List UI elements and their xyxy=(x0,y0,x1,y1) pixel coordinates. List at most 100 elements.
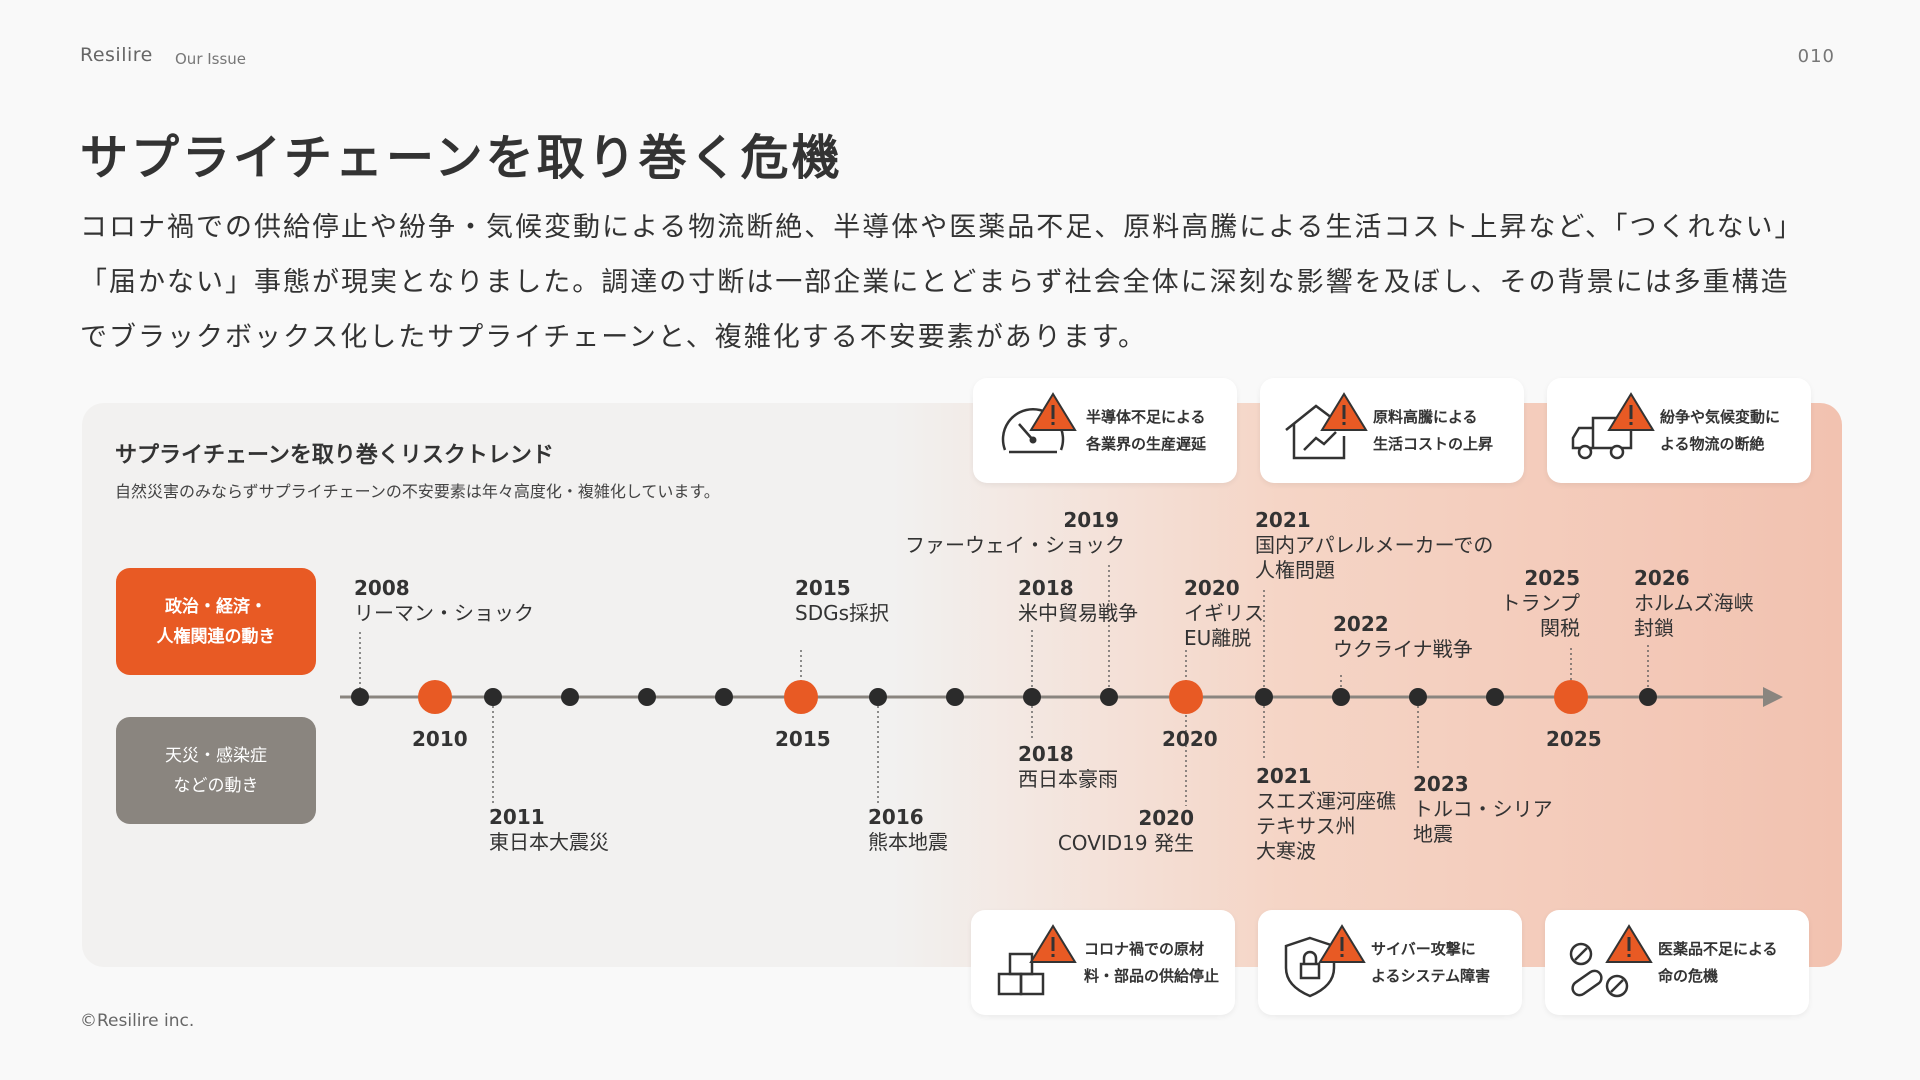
legend-politics: 政治・経済・ 人権関連の動き xyxy=(116,568,316,675)
legend-disaster: 天災・感染症 などの動き xyxy=(116,717,316,824)
copyright-footer: ©Resilire inc. xyxy=(80,1011,195,1031)
legend-politics-line: 政治・経済・ xyxy=(165,596,267,617)
event-name: 熊本地震 xyxy=(868,830,948,854)
card-line: 料・部品の供給停止 xyxy=(1084,967,1220,985)
event-above: 2021 国内アパレルメーカーでの 人権問題 xyxy=(1255,508,1493,583)
event-name: イギリス xyxy=(1184,601,1264,625)
event-above: 2019 ファーウェイ・ショック xyxy=(905,508,1125,558)
gauge-warning-icon xyxy=(1001,392,1077,454)
event-name-line2: 関税 xyxy=(1540,616,1580,640)
card-line: 各業界の生産遅延 xyxy=(1086,435,1207,453)
dot-2014 xyxy=(715,688,733,706)
page-title: サプライチェーンを取り巻く危機 xyxy=(80,130,843,186)
dot-2022 xyxy=(1332,688,1350,706)
event-name: トルコ・シリア xyxy=(1413,797,1553,821)
card-line: サイバー攻撃に xyxy=(1371,940,1476,958)
dot-2017 xyxy=(946,688,964,706)
event-name: スエズ運河座礁 xyxy=(1256,789,1396,813)
card-line: 紛争や気候変動に xyxy=(1660,408,1781,426)
dot-2023 xyxy=(1409,688,1427,706)
event-below: 2011 東日本大震災 xyxy=(489,805,609,855)
event-below: 2023 トルコ・シリア 地震 xyxy=(1413,772,1553,847)
risk-card-raw-material: 原料高騰による 生活コストの上昇 xyxy=(1260,378,1524,483)
event-above: 2022 ウクライナ戦争 xyxy=(1333,612,1473,662)
dot-2026 xyxy=(1639,688,1657,706)
card-line: コロナ禍での原材 xyxy=(1084,940,1205,958)
event-year: 2015 xyxy=(795,576,851,600)
dot-2018 xyxy=(1023,688,1041,706)
axis-year: 2015 xyxy=(775,727,831,751)
event-name-line2: テキサス州 xyxy=(1256,814,1356,838)
event-name: SDGs採択 xyxy=(795,601,890,625)
event-year: 2021 xyxy=(1256,764,1312,788)
event-name-line3: 大寒波 xyxy=(1256,839,1316,863)
brand-name: Resilire xyxy=(80,44,153,66)
risk-card-medicine: 医薬品不足による 命の危機 xyxy=(1545,910,1809,1015)
event-name: ウクライナ戦争 xyxy=(1333,637,1473,661)
event-above: 2026 ホルムズ海峡 封鎖 xyxy=(1634,566,1754,641)
risk-card-covid-supply: コロナ禍での原材 料・部品の供給停止 xyxy=(971,910,1235,1015)
card-line: 原料高騰による xyxy=(1373,408,1478,426)
event-year: 2019 xyxy=(1063,508,1119,532)
timeline-arrowhead xyxy=(1763,687,1783,707)
boxes-warning-icon xyxy=(997,924,1077,996)
legend-politics-line: 人権関連の動き xyxy=(156,626,276,647)
event-name: リーマン・ショック xyxy=(354,601,534,625)
lead-line: 「届かない」事態が現実となりました。調達の寸断は一部企業にとどまらず社会全体に深… xyxy=(80,267,1790,298)
event-year: 2026 xyxy=(1634,566,1690,590)
event-year: 2025 xyxy=(1524,566,1580,590)
event-year: 2016 xyxy=(868,805,924,829)
card-line: 命の危機 xyxy=(1658,967,1719,985)
event-name: 西日本豪雨 xyxy=(1018,767,1118,791)
risk-card-logistics: 紛争や気候変動に よる物流の断絶 xyxy=(1547,378,1811,483)
event-above: 2025 トランプ 関税 xyxy=(1476,566,1580,641)
event-year: 2018 xyxy=(1018,742,1074,766)
milestone-dot-2015 xyxy=(784,680,818,714)
event-below: 2021 スエズ運河座礁 テキサス州 大寒波 xyxy=(1256,764,1396,864)
pills-warning-icon xyxy=(1569,924,1653,998)
legend-disaster-line: などの動き xyxy=(173,775,259,796)
card-line: よる物流の断絶 xyxy=(1660,435,1765,453)
card-line: 生活コストの上昇 xyxy=(1373,435,1494,453)
event-above: 2020 イギリス EU離脱 xyxy=(1184,576,1264,651)
axis-year: 2010 xyxy=(412,727,468,751)
panel-title: サプライチェーンを取り巻くリスクトレンド xyxy=(115,443,554,468)
event-year: 2022 xyxy=(1333,612,1389,636)
event-name: トランプ xyxy=(1500,591,1580,615)
panel-subtitle: 自然災害のみならずサプライチェーンの不安要素は年々高度化・複雑化しています。 xyxy=(115,482,720,501)
event-year: 2023 xyxy=(1413,772,1469,796)
event-below: 2020 COVID19 発生 xyxy=(1040,806,1194,856)
event-name-line2: 人権問題 xyxy=(1255,558,1335,582)
axis-year: 2020 xyxy=(1162,727,1218,751)
event-year: 2021 xyxy=(1255,508,1311,532)
event-year: 2018 xyxy=(1018,576,1074,600)
event-name-line2: 封鎖 xyxy=(1634,616,1674,640)
dot-2016 xyxy=(869,688,887,706)
house-chart-warning-icon xyxy=(1285,392,1368,460)
event-name: ホルムズ海峡 xyxy=(1634,591,1754,615)
event-above: 2008 リーマン・ショック xyxy=(354,576,534,626)
event-below: 2018 西日本豪雨 xyxy=(1018,742,1118,792)
event-name-line2: 地震 xyxy=(1413,822,1453,846)
event-year: 2020 xyxy=(1184,576,1240,600)
event-name: COVID19 発生 xyxy=(1057,831,1194,855)
shield-lock-warning-icon xyxy=(1284,924,1366,998)
risk-card-cyber: サイバー攻撃に よるシステム障害 xyxy=(1258,910,1522,1015)
card-line: よるシステム障害 xyxy=(1371,967,1491,985)
dot-2019 xyxy=(1100,688,1118,706)
risk-trend-panel xyxy=(82,403,1842,967)
event-above: 2018 米中貿易戦争 xyxy=(1018,576,1138,626)
lead-paragraph: コロナ禍での供給停止や紛争・気候変動による物流断絶、半導体や医薬品不足、原料高騰… xyxy=(80,200,1840,365)
legend-disaster-line: 天災・感染症 xyxy=(165,745,267,766)
dot-2011 xyxy=(484,688,502,706)
milestone-dot-2020 xyxy=(1169,680,1203,714)
risk-card-semiconductor: 半導体不足による 各業界の生産遅延 xyxy=(973,378,1237,483)
section-label: Our Issue xyxy=(175,50,247,68)
axis-year: 2025 xyxy=(1546,727,1602,751)
dot-2012 xyxy=(561,688,579,706)
dot-2021 xyxy=(1255,688,1273,706)
page-number: 010 xyxy=(1797,46,1835,67)
milestone-dot-2025 xyxy=(1554,680,1588,714)
truck-warning-icon xyxy=(1571,392,1655,460)
